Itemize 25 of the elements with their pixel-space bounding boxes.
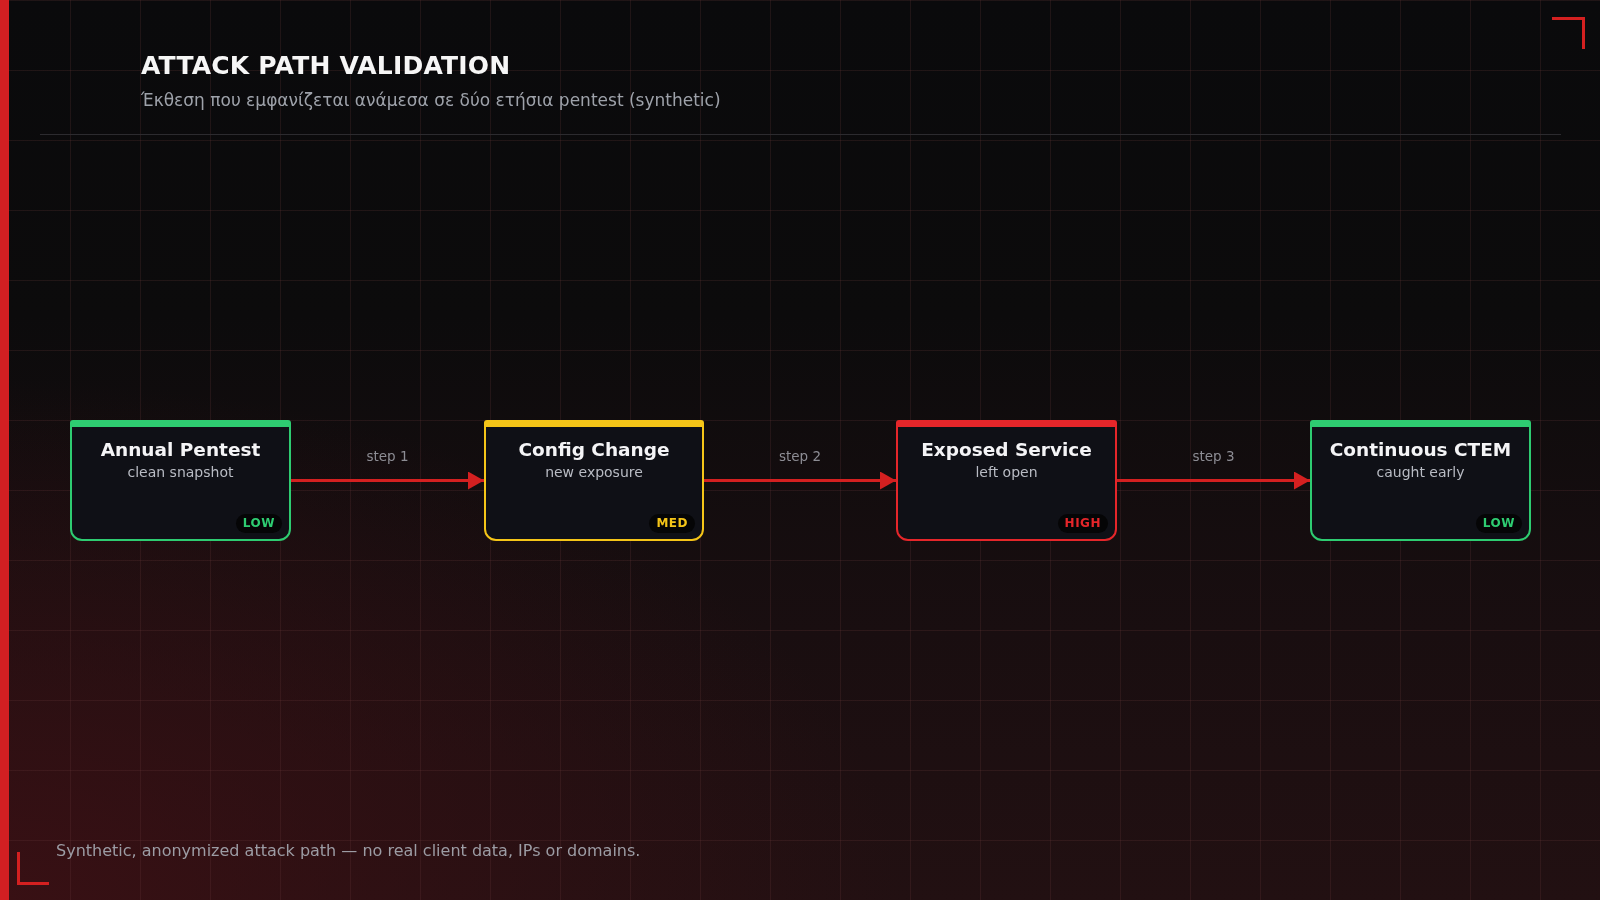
card-title: Annual Pentest <box>99 438 262 462</box>
edge-label: step 3 <box>1192 446 1235 465</box>
step-card <box>1310 420 1531 541</box>
footnote: Synthetic, anonymized attack path — no real client data, IPs or domains. <box>56 840 641 862</box>
diagram-title: ATTACK PATH VALIDATION <box>141 51 511 81</box>
severity-badge: MED <box>649 514 695 533</box>
arrow <box>704 471 896 490</box>
card-title: Config Change <box>517 438 671 462</box>
card-subtitle: clean snapshot <box>126 463 235 482</box>
severity-badge: LOW <box>1475 514 1522 533</box>
subtitle: Έκθεση που εμφανίζεται ανάμεσα σε δύο ετήσια pentest (synthetic) <box>141 89 721 111</box>
arrow <box>1117 471 1310 490</box>
card-title: Exposed Service <box>920 438 1093 462</box>
severity-badge: LOW <box>235 514 282 533</box>
card-subtitle: left open <box>974 463 1039 482</box>
card-subtitle: caught early <box>1375 463 1466 482</box>
step-card <box>896 420 1117 541</box>
severity-badge: HIGH <box>1057 514 1108 533</box>
edge-label: step 2 <box>778 446 822 465</box>
card-subtitle: new exposure <box>544 463 644 482</box>
card-title: Continuous CTEM <box>1328 438 1513 462</box>
step-card <box>70 420 291 541</box>
step-card <box>484 420 704 541</box>
arrow <box>291 471 484 490</box>
edge-label: step 1 <box>366 446 409 465</box>
